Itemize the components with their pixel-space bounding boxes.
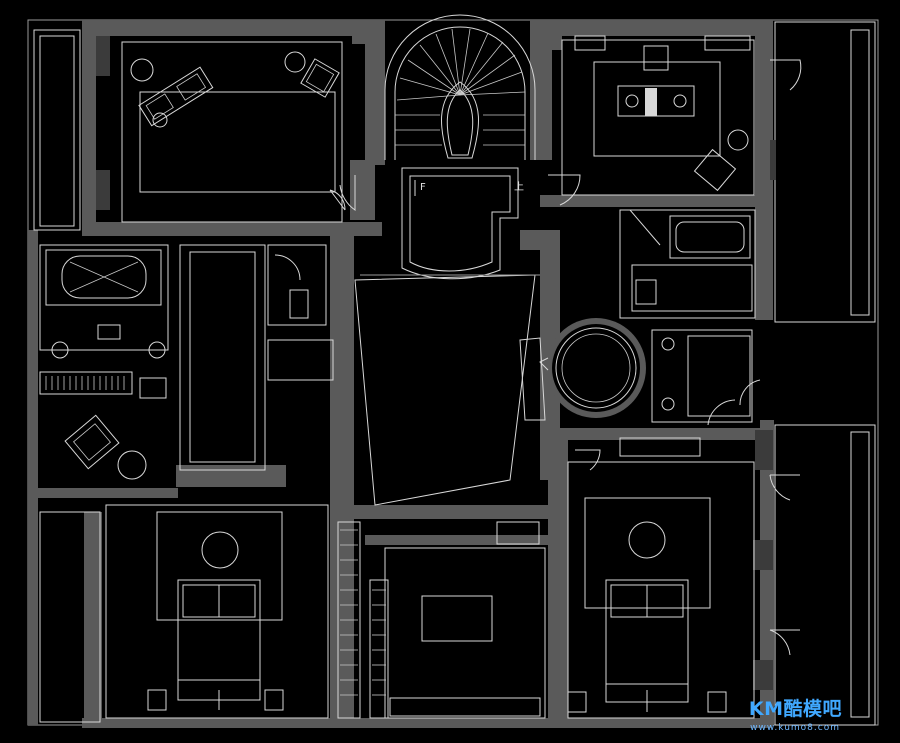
study-room [121,41,346,223]
door-swings [339,59,802,471]
spiral-staircase: F 上 [384,14,536,280]
right-small-bath [619,329,753,457]
central-hall [354,274,546,506]
bedroom-left [39,504,329,723]
round-room [539,318,646,418]
bathroom-right [619,209,756,319]
closet-corridor [179,244,334,471]
stair-up-label: 上 [514,181,524,193]
stair-down-label: F [420,182,426,193]
center-bottom-room [337,521,546,719]
wardrobe-strip-left [39,371,133,395]
left-lounge [64,414,147,480]
watermark-url: www.kumo8.com [750,723,840,733]
bathroom-left [39,244,169,399]
watermark-brand: KM酷模吧 [748,698,842,720]
bedroom-right [567,461,800,719]
sitting-room [561,35,755,196]
